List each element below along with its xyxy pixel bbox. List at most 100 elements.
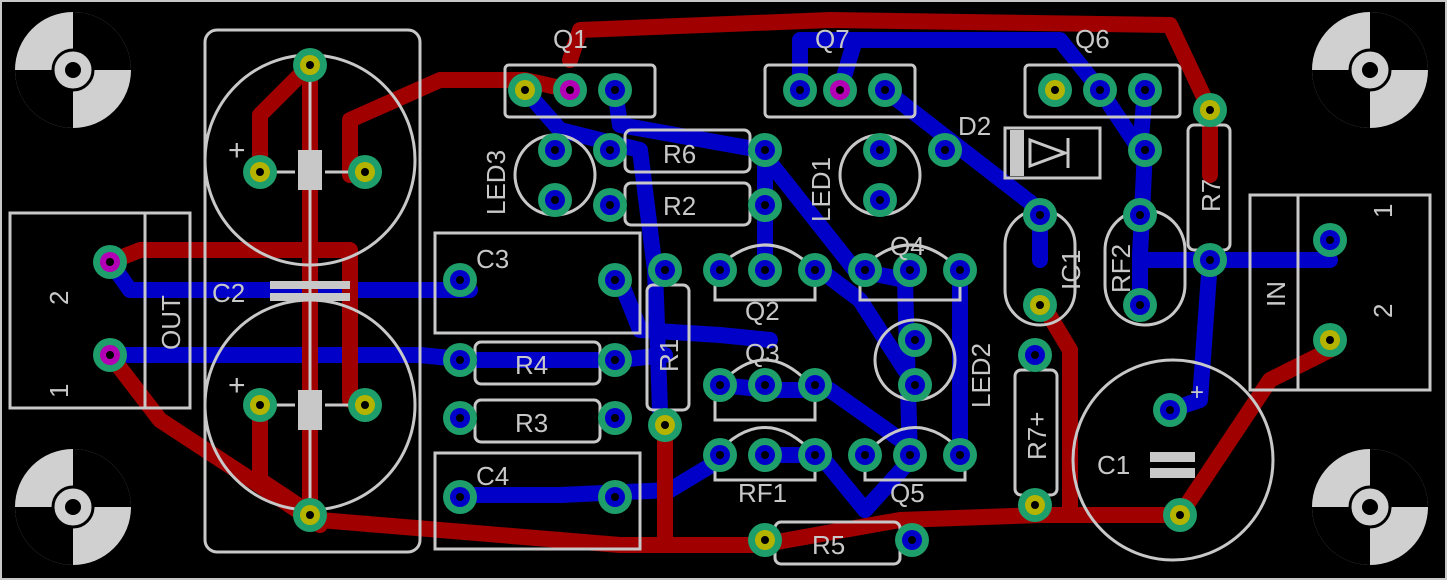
pad-hole — [361, 168, 369, 176]
mounting-hole-top-right — [1312, 12, 1428, 128]
pad-hole — [1326, 236, 1334, 244]
label-c4: C4 — [476, 461, 509, 491]
pad-hole — [1206, 256, 1214, 264]
mounting-hole-top-left — [15, 12, 131, 128]
label-q1: Q1 — [553, 24, 588, 54]
pads — [93, 48, 1347, 557]
pad-hole — [361, 401, 369, 409]
pad-hole — [941, 146, 949, 154]
pad-hole — [306, 511, 314, 519]
pad-hole — [1036, 211, 1044, 219]
label-r6: R6 — [663, 139, 696, 169]
pad-hole — [106, 258, 114, 266]
pad-hole — [1136, 211, 1144, 219]
label-r4: R4 — [515, 350, 548, 380]
label-r2: R2 — [663, 191, 696, 221]
pad-hole — [606, 146, 614, 154]
pad-hole — [881, 86, 889, 94]
label-plus-c1: + — [1190, 379, 1204, 406]
label-q7: Q7 — [815, 24, 850, 54]
pad-hole — [761, 536, 769, 544]
pad-hole — [906, 451, 914, 459]
pad-hole — [861, 451, 869, 459]
pad-hole — [551, 146, 559, 154]
pad-hole — [456, 356, 464, 364]
label-q4: Q4 — [890, 231, 925, 261]
pad-hole — [611, 276, 619, 284]
label-rf1: RF1 — [738, 478, 787, 508]
pad-hole — [611, 414, 619, 422]
label-led1: LED1 — [806, 157, 836, 222]
label-c3: C3 — [476, 244, 509, 274]
mounting-hole-bottom-left — [15, 449, 131, 565]
label-r7b: R7+ — [1022, 412, 1052, 460]
pad-hole — [566, 86, 574, 94]
pad-hole — [1136, 301, 1144, 309]
label-ic1: IC1 — [1056, 250, 1086, 290]
pad-hole — [1176, 511, 1184, 519]
pad-hole — [796, 86, 804, 94]
pad-hole — [456, 414, 464, 422]
pad-hole — [611, 493, 619, 501]
pad-hole — [761, 451, 769, 459]
label-q2: Q2 — [745, 296, 780, 326]
pad-hole — [876, 146, 884, 154]
pad-hole — [1206, 106, 1214, 114]
label-out: OUT — [156, 295, 186, 350]
pad-hole — [811, 381, 819, 389]
label-r1: R1 — [654, 339, 684, 372]
pad-hole — [1031, 351, 1039, 359]
label-led3: LED3 — [481, 150, 511, 215]
mounting-hole-bottom-right — [1312, 449, 1428, 565]
pad-hole — [1096, 86, 1104, 94]
label-out-pin1: 1 — [44, 384, 74, 398]
pad-hole — [761, 146, 769, 154]
pad-hole — [306, 61, 314, 69]
pad-hole — [611, 356, 619, 364]
pad-hole — [1166, 406, 1174, 414]
pad-hole — [716, 451, 724, 459]
mounting-holes — [15, 12, 1428, 565]
label-plus-c2a: + — [228, 134, 246, 167]
pad-hole — [911, 381, 919, 389]
pad-hole — [661, 421, 669, 429]
pad-hole — [521, 86, 529, 94]
label-q6: Q6 — [1075, 24, 1110, 54]
pad-hole — [1036, 301, 1044, 309]
pad-hole — [1031, 501, 1039, 509]
pad-hole — [908, 536, 916, 544]
label-r3: R3 — [515, 408, 548, 438]
label-d2: D2 — [958, 111, 991, 141]
pad-hole — [551, 196, 559, 204]
silkscreen-labels: Q1 Q7 Q6 D2 R6 R2 C3 C2 R4 R3 C4 Q2 Q3 Q… — [44, 24, 1398, 560]
pad-hole — [716, 266, 724, 274]
label-in: IN — [1261, 281, 1291, 307]
pad-hole — [811, 451, 819, 459]
label-q3: Q3 — [745, 338, 780, 368]
label-in-pin2: 2 — [1368, 304, 1398, 318]
pad-hole — [1326, 336, 1334, 344]
pad-hole — [761, 201, 769, 209]
label-plus-c2b: + — [228, 369, 246, 402]
pad-hole — [256, 401, 264, 409]
pad-hole — [106, 351, 114, 359]
pad-hole — [761, 266, 769, 274]
pad-hole — [836, 86, 844, 94]
label-r7a: R7 — [1196, 179, 1226, 212]
pad-hole — [1051, 86, 1059, 94]
label-in-pin1: 1 — [1368, 204, 1398, 218]
label-c1: C1 — [1097, 450, 1130, 480]
pad-hole — [611, 86, 619, 94]
label-r5: R5 — [812, 530, 845, 560]
pad-hole — [911, 336, 919, 344]
label-c2: C2 — [212, 278, 245, 308]
pad-hole — [1141, 146, 1149, 154]
label-out-pin2: 2 — [44, 291, 74, 305]
pad-hole — [811, 266, 819, 274]
pad-hole — [256, 168, 264, 176]
pad-hole — [861, 266, 869, 274]
label-led2: LED2 — [966, 343, 996, 408]
pad-hole — [956, 266, 964, 274]
pad-hole — [906, 266, 914, 274]
